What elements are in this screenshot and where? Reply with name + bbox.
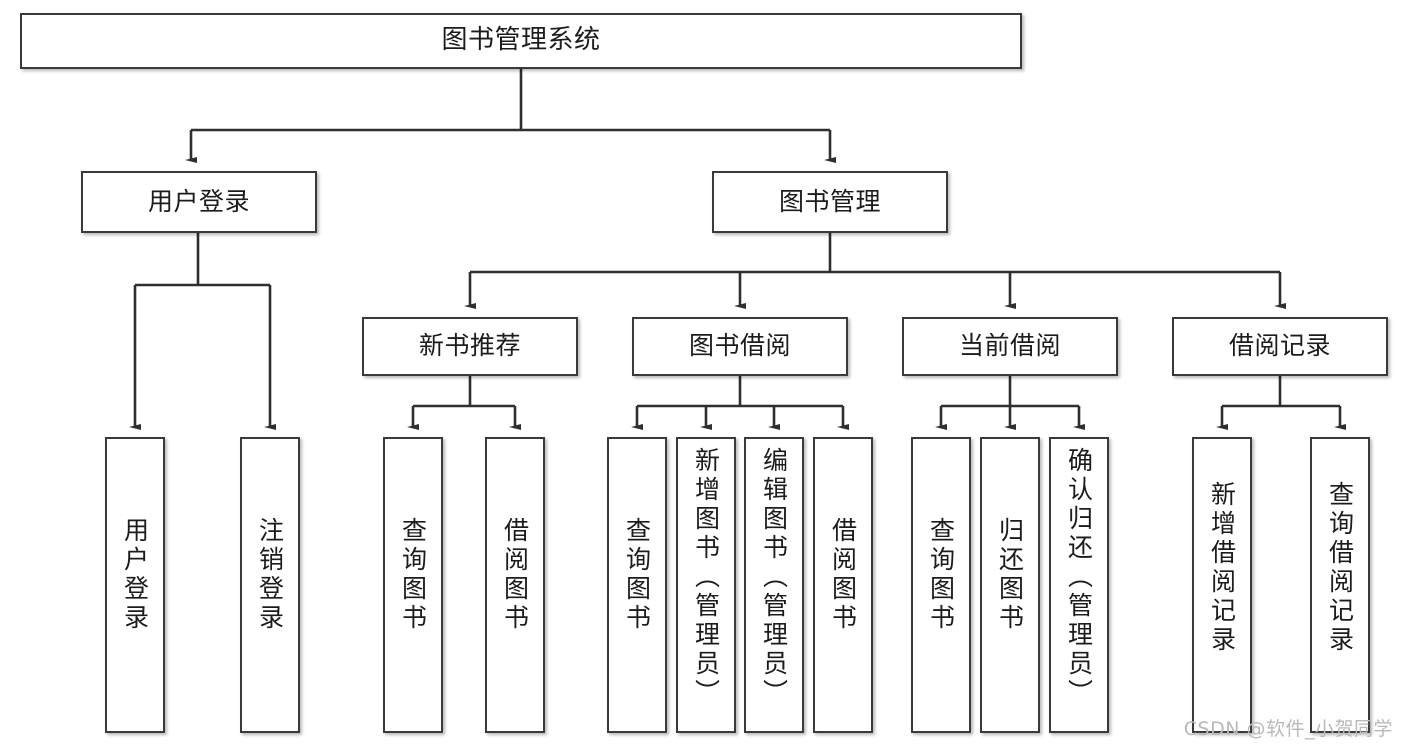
- node-current-borrow[interactable]: 当前借阅: [902, 317, 1118, 376]
- leaf-current-borrow-return[interactable]: 归还图书: [980, 437, 1040, 733]
- node-label: 用户登录: [147, 186, 250, 216]
- node-label: 编辑图书（管理员）: [759, 447, 789, 708]
- node-label: 查询借阅记录: [1325, 481, 1355, 655]
- leaf-user-login-login[interactable]: 用户登录: [105, 437, 165, 733]
- leaf-book-borrow-borrow[interactable]: 借阅图书: [813, 437, 873, 733]
- node-label: 新增借阅记录: [1207, 481, 1237, 655]
- node-label: 查询图书: [926, 517, 956, 633]
- leaf-book-borrow-add[interactable]: 新增图书（管理员）: [676, 437, 736, 733]
- leaf-new-book-query[interactable]: 查询图书: [383, 437, 443, 733]
- node-root-system[interactable]: 图书管理系统: [20, 13, 1022, 69]
- leaf-book-borrow-edit[interactable]: 编辑图书（管理员）: [744, 437, 804, 733]
- node-book-management[interactable]: 图书管理: [712, 171, 948, 233]
- node-label: 归还图书: [995, 517, 1025, 633]
- leaf-user-login-logout[interactable]: 注销登录: [240, 437, 300, 733]
- leaf-new-book-borrow[interactable]: 借阅图书: [485, 437, 545, 733]
- leaf-current-borrow-query[interactable]: 查询图书: [911, 437, 971, 733]
- node-label: 借阅图书: [828, 517, 858, 633]
- leaf-borrow-record-query[interactable]: 查询借阅记录: [1310, 437, 1370, 733]
- node-new-book-recommend[interactable]: 新书推荐: [362, 317, 578, 376]
- leaf-current-borrow-confirm-return[interactable]: 确认归还（管理员）: [1049, 437, 1109, 733]
- node-label: 图书管理: [778, 186, 881, 216]
- node-label: 确认归还（管理员）: [1064, 447, 1094, 708]
- node-label: 注销登录: [255, 517, 285, 633]
- node-borrow-record[interactable]: 借阅记录: [1172, 317, 1388, 376]
- node-label: 借阅图书: [500, 517, 530, 633]
- leaf-borrow-record-add[interactable]: 新增借阅记录: [1192, 437, 1252, 733]
- leaf-book-borrow-query[interactable]: 查询图书: [607, 437, 667, 733]
- node-label: 图书管理系统: [441, 25, 601, 56]
- csdn-watermark: CSDN @软件_小贺同学: [1183, 718, 1393, 740]
- node-label: 借阅记录: [1228, 331, 1331, 361]
- node-label: 查询图书: [398, 517, 428, 633]
- node-label: 新增图书（管理员）: [691, 447, 721, 708]
- node-label: 新书推荐: [418, 331, 521, 361]
- node-label: 当前借阅: [958, 331, 1061, 361]
- node-label: 用户登录: [120, 517, 150, 633]
- node-label: 图书借阅: [688, 331, 791, 361]
- node-book-borrow[interactable]: 图书借阅: [632, 317, 848, 376]
- node-label: 查询图书: [622, 517, 652, 633]
- node-user-login[interactable]: 用户登录: [81, 171, 317, 233]
